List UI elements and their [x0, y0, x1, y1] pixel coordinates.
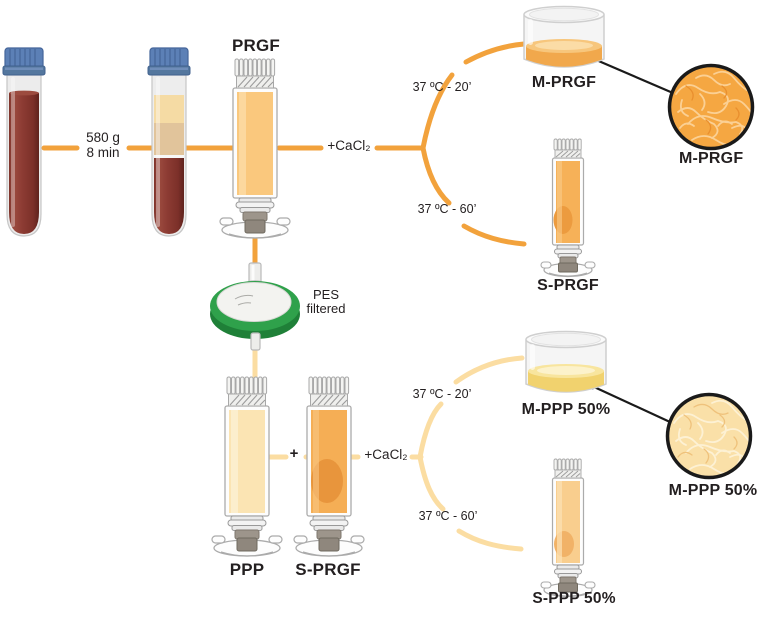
m-prgf-micro-label: M-PRGF [679, 150, 744, 167]
m-ppp-dish-label: M-PPP 50% [521, 401, 611, 418]
red-cell-layer [154, 158, 184, 234]
whole-blood-tube [2, 47, 46, 237]
m-prgf-micrograph [667, 63, 755, 151]
incubation-short-top: 37 ºC - 20’ [412, 80, 472, 94]
centrifugation-time: 8 min [86, 144, 120, 160]
s-prgf-tube-bottom [293, 376, 365, 557]
s-ppp-label: S-PPP 50% [532, 590, 616, 607]
centrifugation-force: 580 g [86, 130, 120, 145]
pes-filter-line1: PES [312, 287, 339, 302]
centrifugation-label: 580 g 8 min [76, 130, 130, 161]
cacl2-label-bottom: +CaCl₂ [364, 447, 408, 462]
plus-sign: + [289, 445, 299, 462]
pes-filter-label: PES filtered [298, 287, 354, 317]
s-ppp-tube [540, 458, 596, 598]
incubation-long-bottom: 37 ºC - 60’ [418, 509, 478, 523]
m-prgf-dish-label: M-PRGF [531, 74, 597, 91]
cacl2-label-top: +CaCl₂ [327, 138, 371, 153]
culture-dish-m-prgf [523, 5, 605, 68]
m-ppp-micro-label: M-PPP 50% [668, 482, 758, 499]
pes-syringe-filter [210, 262, 300, 351]
incubation-long-top: 37 ºC - 60’ [417, 202, 477, 216]
s-prgf-bottom-label: S-PRGF [295, 560, 361, 579]
plasma-layer [154, 95, 184, 123]
ppp-label: PPP [229, 560, 265, 579]
ppp-tube [211, 376, 283, 557]
culture-dish-m-ppp [525, 330, 607, 393]
prgf-tube [219, 58, 291, 239]
s-prgf-top-label: S-PRGF [537, 277, 599, 294]
buffy-layer [154, 123, 184, 155]
incubation-short-bottom: 37 ºC - 20’ [412, 387, 472, 401]
s-prgf-tube-top [540, 138, 596, 278]
top-flow-lines [41, 41, 527, 269]
centrifuged-tube [147, 47, 191, 237]
prgf-title: PRGF [231, 36, 281, 55]
m-ppp-micrograph [665, 392, 753, 480]
fibrin-clot [553, 206, 573, 234]
pes-filter-line2: filtered [306, 301, 346, 317]
